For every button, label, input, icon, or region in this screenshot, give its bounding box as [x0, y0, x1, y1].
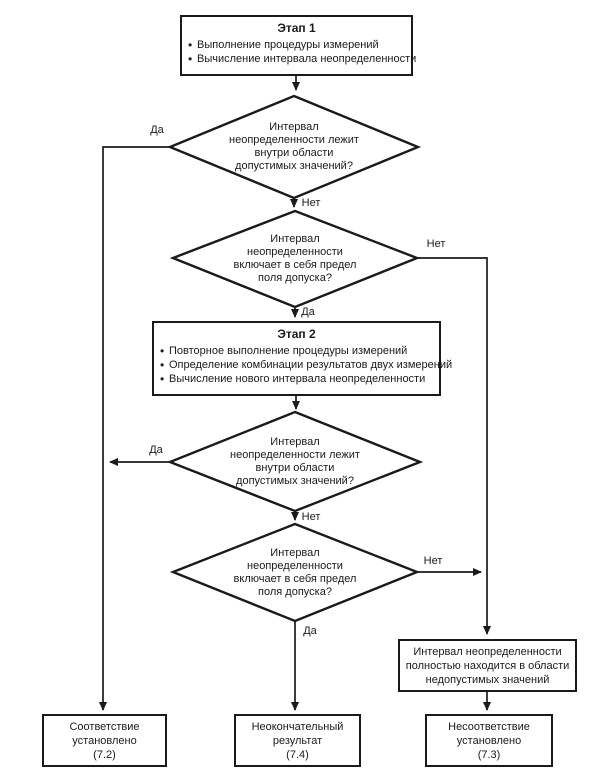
result-conformity-box: Соответствие установлено (7.2) — [42, 714, 167, 767]
result-conformity-text: Соответствие установлено (7.2) — [69, 720, 140, 761]
decision3-no-label: Нет — [300, 511, 322, 523]
decision2-diamond — [169, 209, 421, 309]
stage2-item: Определение комбинации результатов двух … — [154, 358, 452, 372]
result-nonconformity-text: Несоответствие установлено (7.3) — [448, 720, 530, 761]
decision2-no-label: Нет — [425, 238, 447, 250]
stage1-item: Выполнение процедуры измерений — [182, 38, 411, 52]
decision4-no-label: Нет — [422, 555, 444, 567]
inadmissible-zone-text: Интервал неопределенности полностью нахо… — [405, 645, 570, 686]
decision3-diamond — [166, 410, 424, 513]
decision1-no-label: Нет — [300, 197, 322, 209]
result-inconclusive-box: Неокончательный результат (7.4) — [234, 714, 361, 767]
stage1-title: Этап 1 — [277, 21, 316, 35]
result-nonconformity-box: Несоответствие установлено (7.3) — [425, 714, 553, 767]
stage2-title: Этап 2 — [277, 327, 316, 341]
inadmissible-zone-box: Интервал неопределенности полностью нахо… — [398, 639, 577, 692]
result-inconclusive-text: Неокончательный результат (7.4) — [251, 720, 344, 761]
connector-decision1-yes-to-result-conformity — [99, 146, 170, 711]
decision2-yes-label: Да — [300, 306, 316, 318]
stage1-box: Этап 1 Выполнение процедуры измерений Вы… — [180, 15, 416, 76]
decision1-yes-label: Да — [149, 124, 165, 136]
stage2-item: Повторное выполнение процедуры измерений — [154, 344, 439, 358]
connector-decision2-no-to-inadmissible-zone — [417, 257, 491, 635]
decision4-diamond — [169, 522, 421, 623]
stage2-item: Вычисление нового интервала неопределенн… — [154, 372, 439, 386]
decision4-yes-label: Да — [302, 625, 318, 637]
decision1-diamond — [166, 94, 422, 200]
decision3-yes-label: Да — [148, 444, 164, 456]
stage1-item: Вычисление интервала неопределенности — [182, 52, 416, 66]
stage2-box: Этап 2 Повторное выполнение процедуры из… — [152, 321, 452, 396]
